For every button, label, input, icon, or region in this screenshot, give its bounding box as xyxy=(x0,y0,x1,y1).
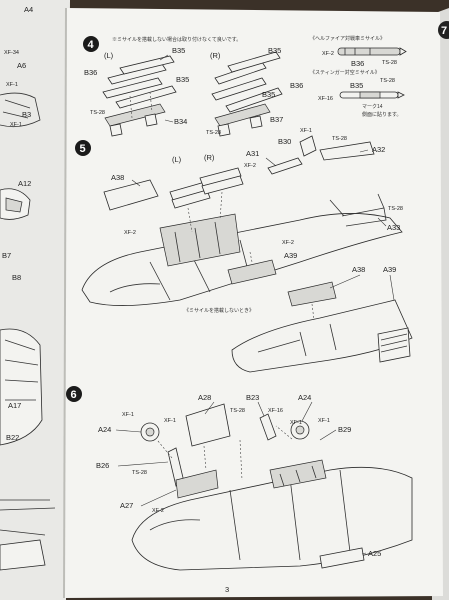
step4-note: ※ミサイルを搭載しない場合は取り付けなくて良いです。 xyxy=(112,36,241,43)
right-step-marker xyxy=(438,21,449,39)
step5-number: 5 xyxy=(80,143,86,155)
page-number: 3 xyxy=(225,585,229,594)
step4-right-tag: (R) xyxy=(210,51,221,60)
step4-label-b36-b: B36 xyxy=(290,81,303,90)
left-label-b8: B8 xyxy=(12,273,21,282)
step6-label-b29: B29 xyxy=(338,425,351,434)
hellfire-missile-drawing xyxy=(337,47,407,56)
step5-label-a38: A38 xyxy=(111,173,124,182)
step6-label-xf1-b: XF-1 xyxy=(164,418,176,424)
step5-no-missile-note: 《ミサイルを搭載しないとき》 xyxy=(184,307,254,314)
hellfire-paint-ts28: TS-28 xyxy=(382,60,397,66)
step6-landing-gear-diagram xyxy=(131,403,413,571)
left-label-xf34: XF-34 xyxy=(4,50,19,56)
step4-label-b35-b: B35 xyxy=(176,75,189,84)
step4-left-rack-diagram xyxy=(102,55,177,137)
step5-label-ts28-b: TS-28 xyxy=(388,206,403,212)
step5-label-a32: A32 xyxy=(372,145,385,154)
step5-label-ts28: TS-28 xyxy=(332,136,347,142)
stinger-title: 《スティンガー対空ミサイル》 xyxy=(310,69,380,76)
step6-label-a24-b: A24 xyxy=(298,393,311,402)
step4-marker xyxy=(83,36,99,52)
left-label-b7: B7 xyxy=(2,251,11,260)
step4-label-b36-a: B36 xyxy=(84,68,97,77)
step6-label-a27: A27 xyxy=(120,501,133,510)
left-label-xf1: XF-1 xyxy=(6,82,18,88)
step5-label-l: (L) xyxy=(172,155,182,164)
step6-label-xf16: XF-16 xyxy=(268,408,283,414)
left-label-xf1-b: XF-1 xyxy=(10,122,22,128)
step4-label-b35-a: B35 xyxy=(172,46,185,55)
left-label-a6: A6 xyxy=(17,61,26,70)
step5-label-a33: A33 xyxy=(387,223,400,232)
left-label-b22: B22 xyxy=(6,433,19,442)
step6-label-b23: B23 xyxy=(246,393,259,402)
step4-label-ts28-b: TS-28 xyxy=(206,130,221,136)
step5-label-r: (R) xyxy=(204,153,215,162)
step6-label-b26: B26 xyxy=(96,461,109,470)
left-label-a17: A17 xyxy=(8,401,21,410)
step5-label-b30: B30 xyxy=(278,137,291,146)
step5-label-a31: A31 xyxy=(246,149,259,158)
left-page-diagram xyxy=(0,92,56,571)
step6-label-ts28-a: TS-28 xyxy=(230,408,245,414)
step5-marker xyxy=(75,140,91,156)
step5-label-xf1: XF-1 xyxy=(300,128,312,134)
step4-right-rack-diagram xyxy=(211,51,283,137)
step5-no-missile-diagram xyxy=(231,281,413,373)
left-label-b3: B3 xyxy=(22,110,31,119)
step6-label-xf1-a: XF-1 xyxy=(122,412,134,418)
left-page xyxy=(0,0,70,600)
step6-label-a24-a: A24 xyxy=(98,425,111,434)
step6-label-xf1-c: XF-1 xyxy=(290,420,302,426)
mark-note: マーク14 xyxy=(362,104,383,110)
step5-label-xf2-c: XF-2 xyxy=(282,240,294,246)
step5-helicopter-diagram xyxy=(81,135,403,306)
right-step-number: 7 xyxy=(441,25,447,37)
step4-left-tag: (L) xyxy=(104,51,114,60)
stinger-paint-xf16: XF-16 xyxy=(318,96,333,102)
stinger-missile-drawing xyxy=(339,91,405,99)
step4-label-ts28-a: TS-28 xyxy=(90,110,105,116)
step4-label-b35-c: B35 xyxy=(268,46,281,55)
step6-marker xyxy=(66,386,82,402)
hellfire-part-b36: B36 xyxy=(351,59,364,68)
step4-label-b37: B37 xyxy=(270,115,283,124)
step4-label-b35-d: B35 xyxy=(262,90,275,99)
step6-label-xf1-d: XF-1 xyxy=(318,418,330,424)
step6-number: 6 xyxy=(71,389,77,401)
left-label-a12: A12 xyxy=(18,179,31,188)
stinger-paint-ts28: TS-28 xyxy=(380,78,395,84)
step5-label-a38-b: A38 xyxy=(352,265,365,274)
step5-label-xf2-a: XF-2 xyxy=(244,163,256,169)
stinger-part-b35: B35 xyxy=(350,81,363,90)
step5-label-a39-b: A39 xyxy=(383,265,396,274)
step4-number: 4 xyxy=(88,39,95,51)
step5-label-xf2-b: XF-2 xyxy=(124,230,136,236)
step4-label-b34: B34 xyxy=(174,117,187,126)
step6-label-xf2: XF-2 xyxy=(152,508,164,514)
step5-label-a39: A39 xyxy=(284,251,297,260)
step6-label-a25: A25 xyxy=(368,549,381,558)
mark-note-2: 側面に貼ります。 xyxy=(362,111,402,118)
step6-label-ts28-b: TS-28 xyxy=(132,470,147,476)
left-label-a4: A4 xyxy=(24,5,33,14)
hellfire-paint-xf2: XF-2 xyxy=(322,51,334,57)
step6-label-a28: A28 xyxy=(198,393,211,402)
hellfire-title: 《ヘルファイア対戦車ミサイル》 xyxy=(310,35,385,42)
